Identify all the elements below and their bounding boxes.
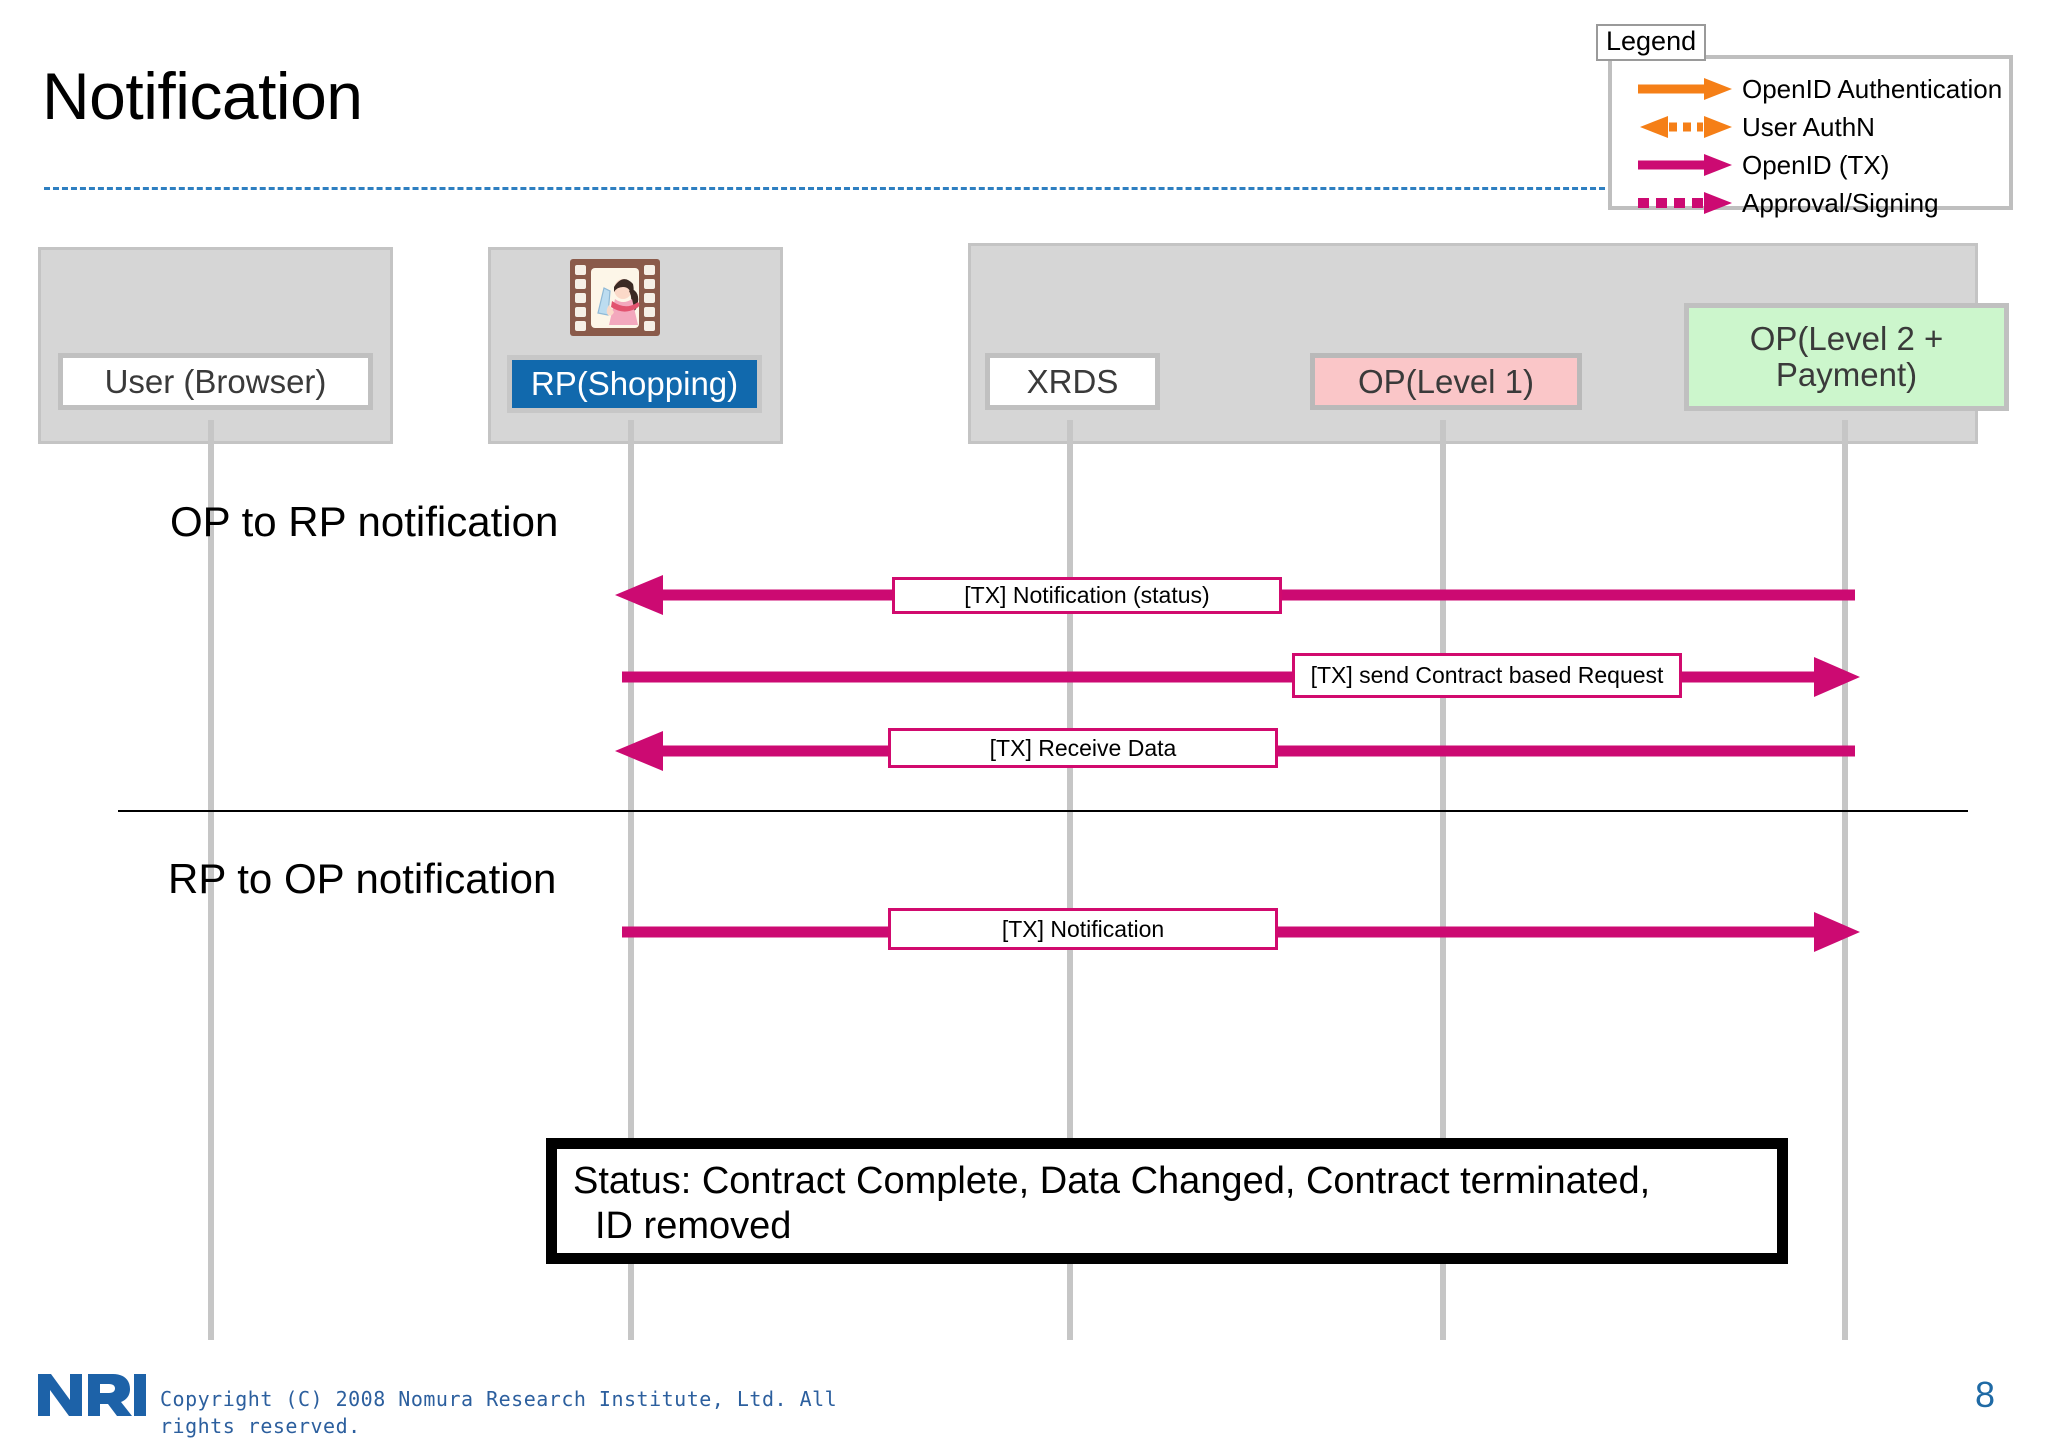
section-label-op-to-rp: OP to RP notification: [170, 498, 559, 545]
legend-tab-label: Legend: [1596, 24, 1707, 61]
lifeline-rp: [628, 420, 634, 1340]
message-label-tx-send-contract-based-request: [TX] send Contract based Request: [1292, 653, 1682, 698]
section-separator: [118, 810, 1968, 812]
actor-rp[interactable]: RP(Shopping): [507, 355, 762, 413]
arrow-solid-right-icon: [1638, 78, 1732, 100]
status-note-line-1: Status: Contract Complete, Data Changed,…: [573, 1160, 1651, 1202]
legend-item-openid-authentication: OpenID Authentication: [1636, 72, 2002, 106]
page-title: Notification: [42, 59, 363, 133]
status-note-line-2: ID removed: [595, 1204, 792, 1247]
film-strip-icon: [570, 259, 660, 336]
legend-item-approval-signing: Approval/Signing: [1636, 186, 1939, 220]
legend-label: OpenID (TX): [1742, 149, 1890, 180]
actor-op-level-2-payment[interactable]: OP(Level 2 + Payment): [1684, 303, 2009, 411]
copyright-text: Copyright (C) 2008 Nomura Research Insti…: [160, 1387, 838, 1438]
actor-band-user: [38, 247, 393, 444]
legend-panel: [1608, 55, 2013, 210]
actor-label: RP(Shopping): [530, 365, 739, 403]
nri-logo: [38, 1374, 146, 1416]
lifeline-user: [208, 420, 214, 1340]
actor-user[interactable]: User (Browser): [58, 353, 373, 410]
character-illustration: [597, 279, 640, 325]
actor-xrds[interactable]: XRDS: [985, 353, 1160, 410]
lifeline-xrds: [1067, 420, 1073, 1340]
arrow-dotted-both-icon: [1640, 116, 1732, 138]
actor-label: User (Browser): [104, 362, 327, 400]
actor-label: OP(Level 1): [1357, 362, 1535, 400]
page-number: 8: [1975, 1374, 1996, 1415]
title-divider: [44, 187, 1614, 190]
message-label-tx-notification-status: [TX] Notification (status): [892, 577, 1282, 614]
arrow-solid-right-icon: [1638, 154, 1732, 176]
legend-label: Approval/Signing: [1742, 187, 1939, 218]
legend-label: OpenID Authentication: [1742, 73, 2003, 104]
lifeline-op-level-1: [1440, 420, 1446, 1340]
legend-item-user-authn: User AuthN: [1636, 110, 1875, 144]
status-note-text: Status: Contract Complete, Data Changed,…: [573, 1159, 1763, 1249]
legend-label: User AuthN: [1742, 111, 1875, 142]
message-label-tx-receive-data: [TX] Receive Data: [888, 728, 1278, 768]
status-note: Status: Contract Complete, Data Changed,…: [546, 1138, 1788, 1264]
actor-op-level-1[interactable]: OP(Level 1): [1310, 353, 1582, 410]
legend-item-openid-tx: OpenID (TX): [1636, 148, 1889, 182]
section-label-rp-to-op: RP to OP notification: [168, 855, 557, 902]
actor-label: OP(Level 2 + Payment): [1749, 320, 1944, 393]
actor-label: XRDS: [1026, 362, 1119, 400]
arrow-dotted-right-icon: [1638, 192, 1732, 214]
message-label-tx-notification: [TX] Notification: [888, 908, 1278, 950]
lifeline-op-level-2-payment: [1842, 420, 1848, 1340]
